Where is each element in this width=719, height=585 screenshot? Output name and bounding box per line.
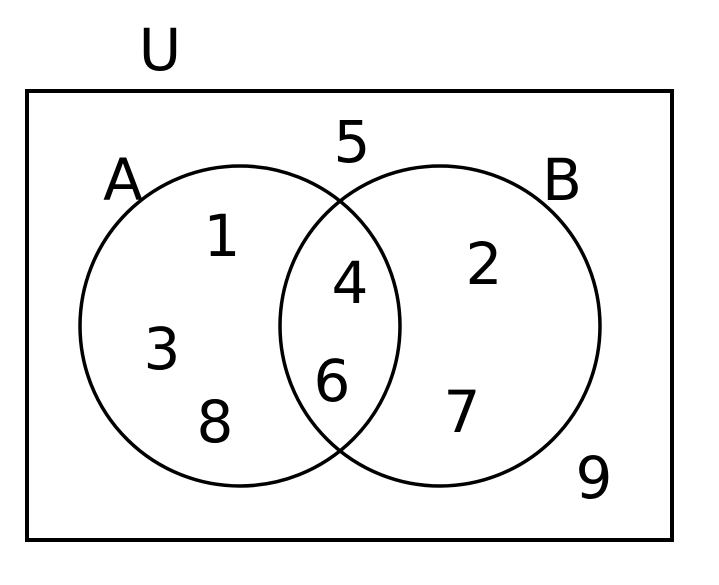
element-a-only: 3 <box>144 315 181 383</box>
element-a-only: 8 <box>197 388 234 456</box>
universe-rectangle <box>25 89 674 542</box>
set-a-circle <box>78 164 402 488</box>
element-b-only: 2 <box>466 230 503 298</box>
element-intersection: 6 <box>314 347 351 415</box>
element-b-only: 7 <box>444 378 481 446</box>
element-outside: 9 <box>576 444 613 512</box>
set-a-label: A <box>103 146 143 214</box>
universe-label: U <box>139 16 181 84</box>
element-a-only: 1 <box>204 202 241 270</box>
set-b-label: B <box>542 146 582 214</box>
element-outside: 5 <box>334 108 371 176</box>
set-b-circle <box>278 164 602 488</box>
element-intersection: 4 <box>332 249 369 317</box>
